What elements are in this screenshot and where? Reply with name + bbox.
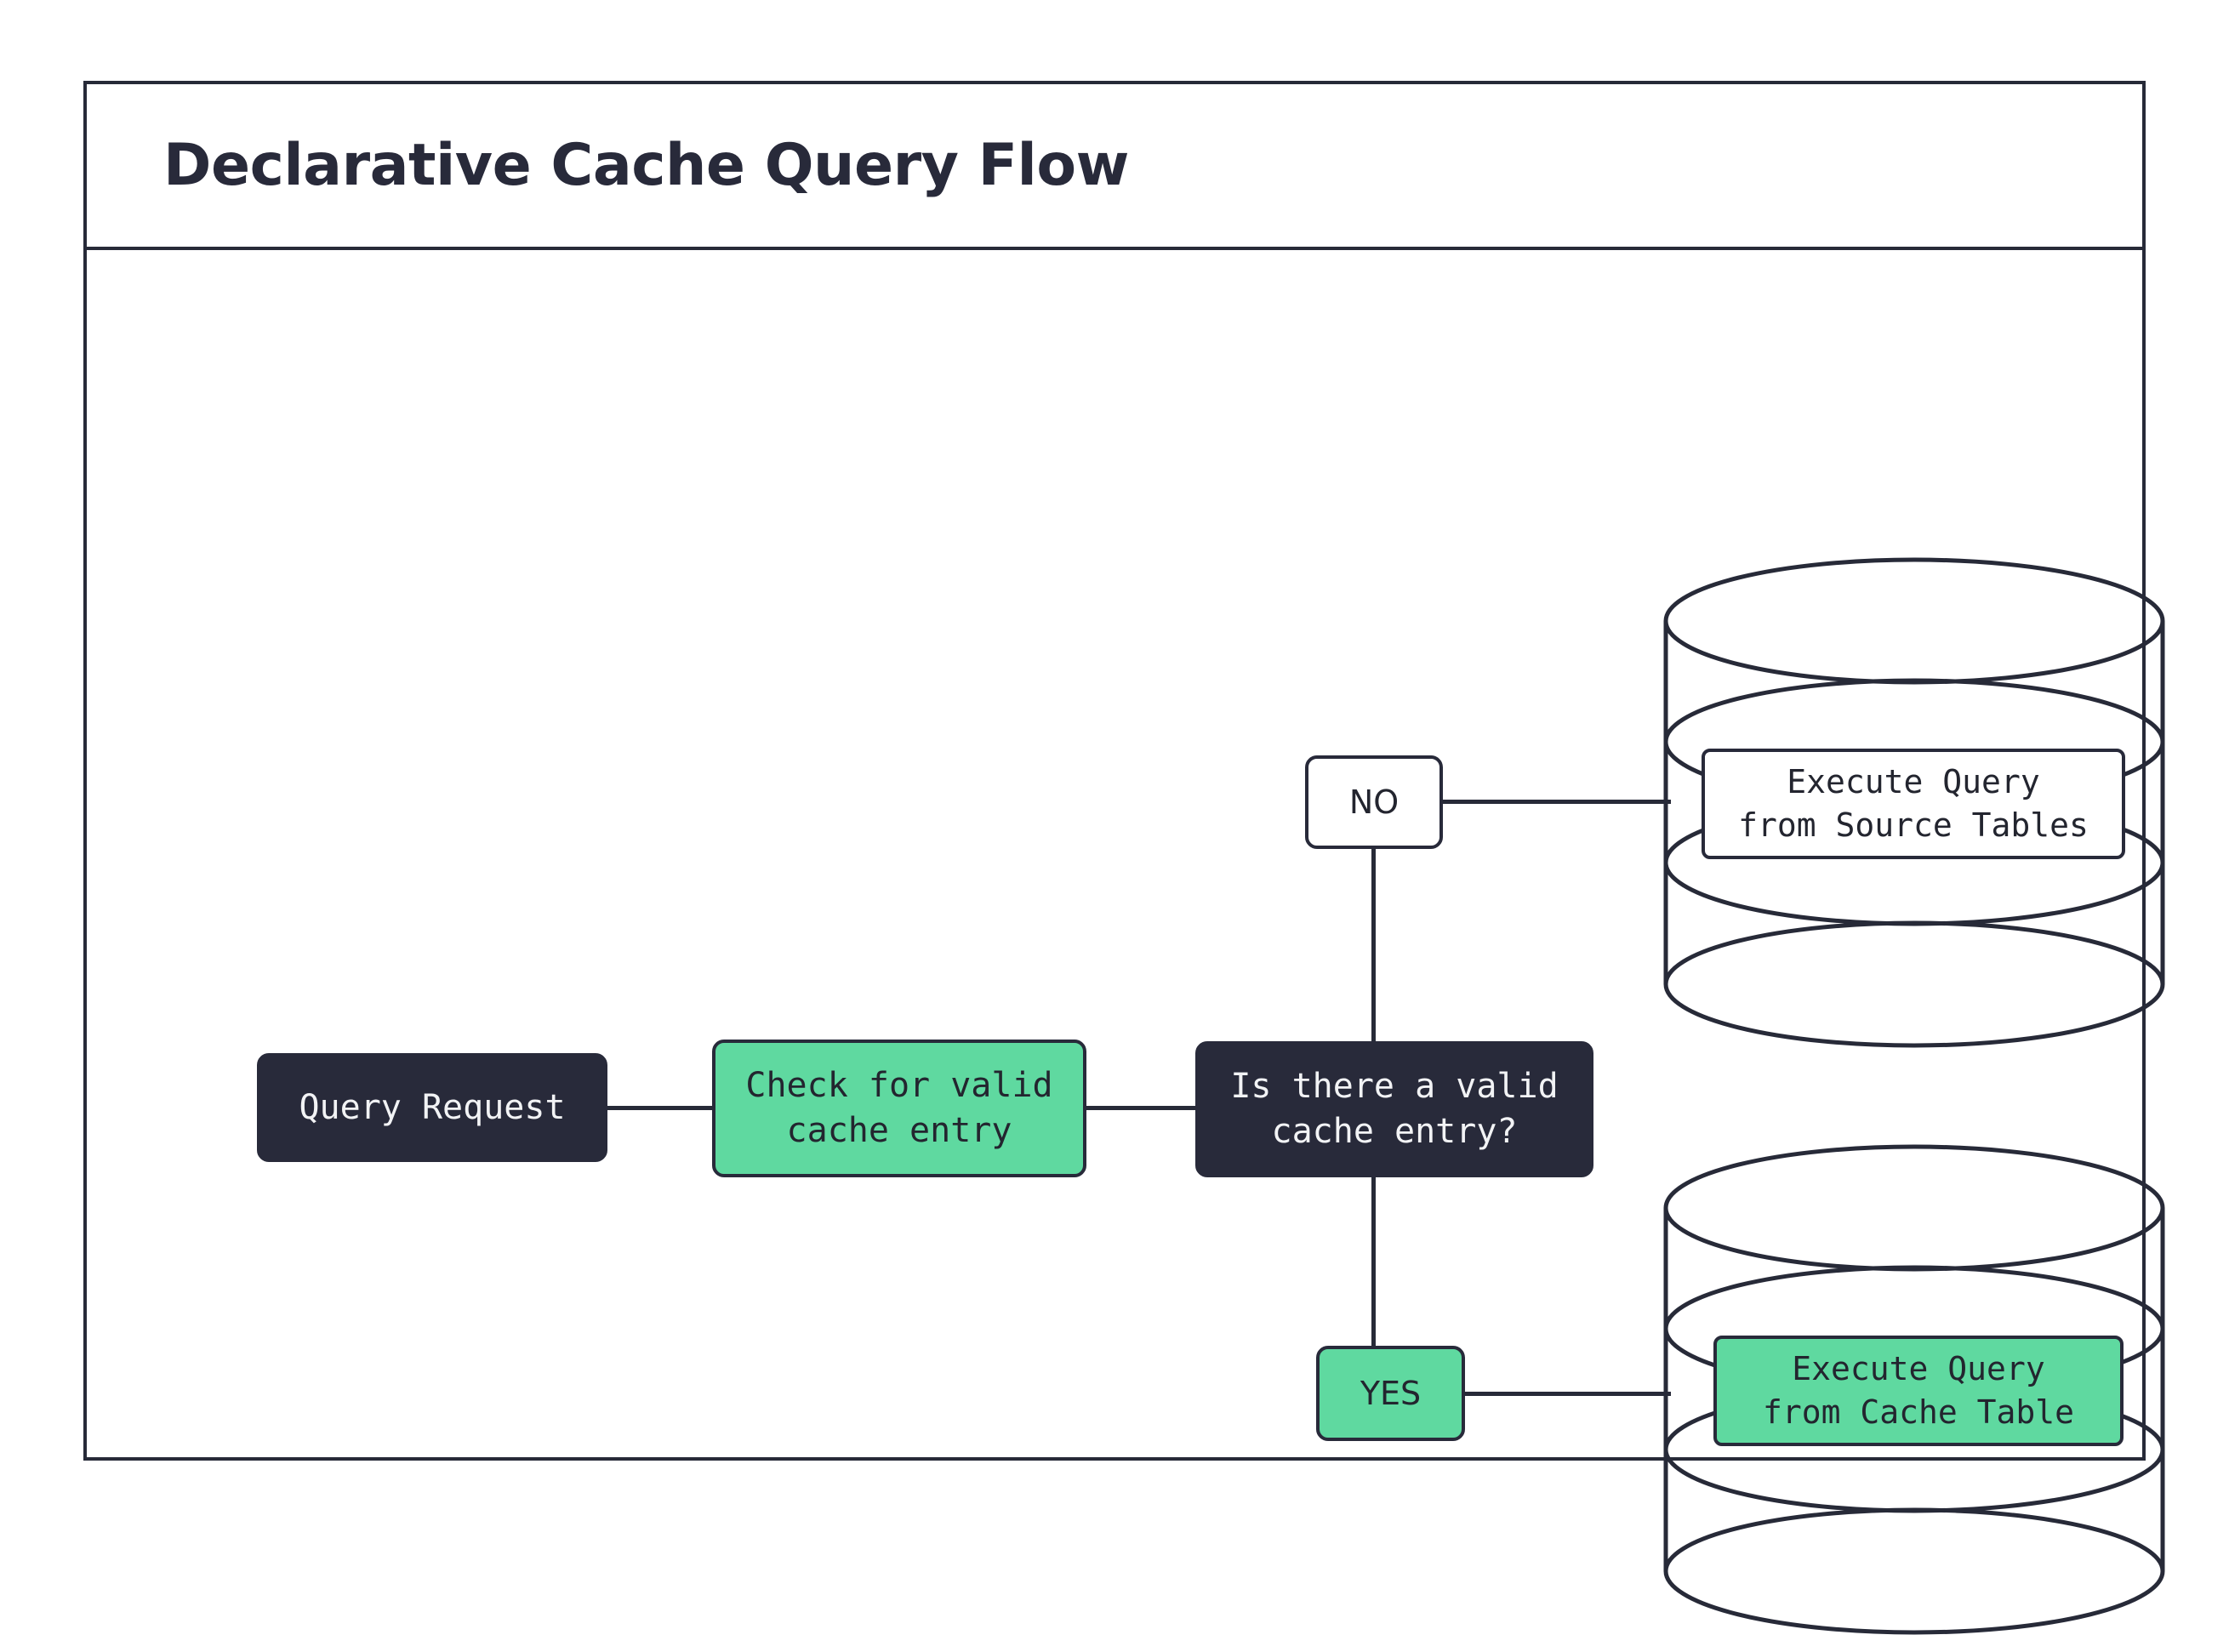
edge-no-to-source-db [1441, 800, 1671, 804]
branch-label-no[interactable]: NO [1305, 755, 1443, 849]
title-bar: Declarative Cache Query Flow [87, 84, 2142, 250]
edge-yes-to-cache-db [1463, 1392, 1671, 1396]
edge-decision-to-no [1371, 847, 1376, 1043]
page-title: Declarative Cache Query Flow [163, 132, 1129, 199]
node-decision-valid-cache-entry[interactable]: Is there a valid cache entry? [1195, 1041, 1593, 1177]
node-check-for-valid-cache-entry[interactable]: Check for valid cache entry [712, 1040, 1086, 1177]
source-tables-label: Execute Query from Source Tables [1702, 749, 2125, 859]
edge-check-cache-to-decision [1085, 1106, 1197, 1110]
flow-area: Execute Query from Source Tables Execute… [87, 250, 2165, 1635]
node-query-request[interactable]: Query Request [257, 1053, 607, 1162]
edge-decision-to-yes [1371, 1176, 1376, 1347]
diagram-frame: Declarative Cache Query Flow [83, 81, 2165, 1635]
cache-table-label: Execute Query from Cache Table [1713, 1336, 2124, 1446]
edge-query-request-to-check-cache [606, 1106, 714, 1110]
branch-label-yes[interactable]: YES [1316, 1346, 1465, 1441]
diagram-canvas: Declarative Cache Query Flow [83, 81, 2165, 1635]
